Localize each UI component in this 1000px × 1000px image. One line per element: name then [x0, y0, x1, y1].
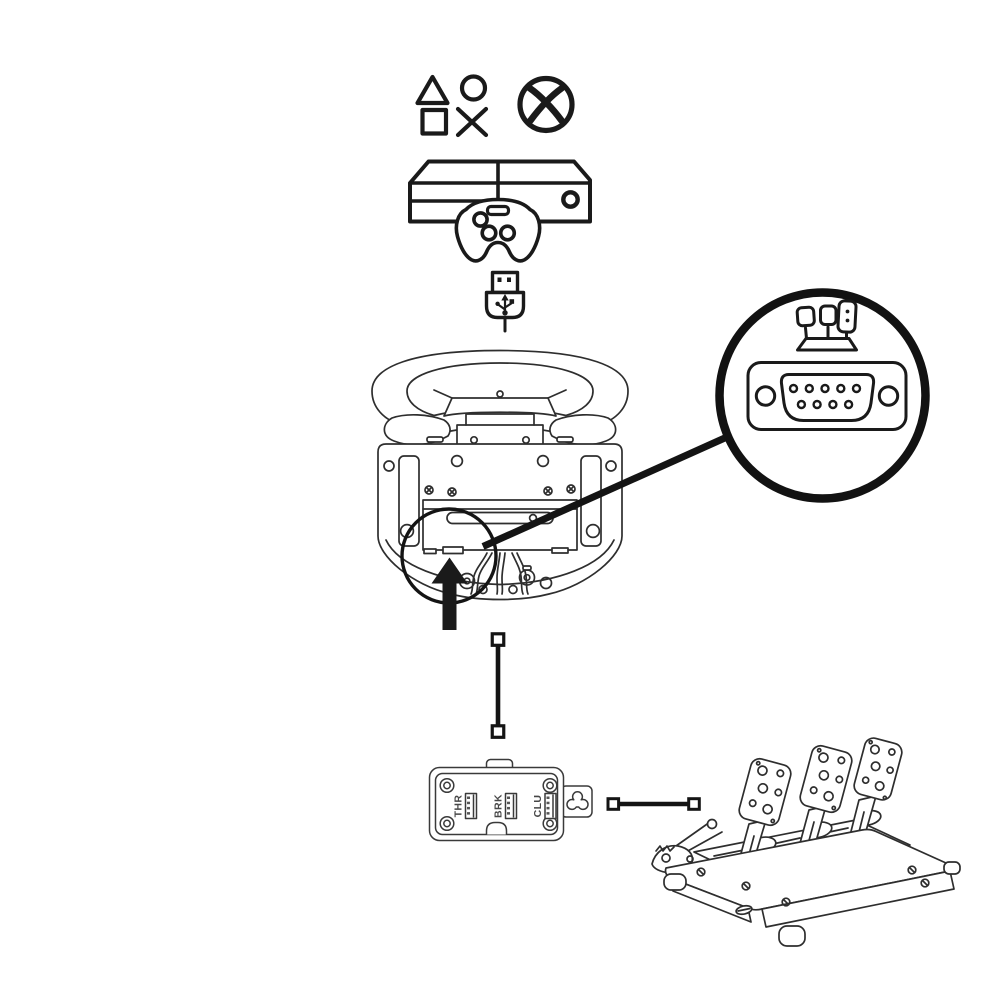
cable-link-vertical [490, 632, 506, 739]
pedals-mini-icon [795, 299, 858, 352]
playstation-buttons-icon [415, 74, 489, 138]
box-right-tab [560, 785, 593, 818]
junction-label-throttle: THR [453, 795, 465, 818]
cable-channels-art [470, 552, 529, 595]
cable-link-horizontal [606, 797, 701, 811]
ps-triangle-icon [415, 74, 450, 106]
ps-circle-icon [459, 74, 488, 102]
pedal-port-art [442, 546, 464, 555]
db9-screw-hole-left [754, 385, 777, 407]
db9-pins [788, 383, 862, 410]
junction-label-brake: BRK [493, 794, 505, 818]
pin-header-throttle [464, 792, 478, 820]
base-plate-screws [696, 865, 930, 916]
pointer-arrow-icon [431, 557, 468, 630]
db9-screw-hole-right [877, 385, 900, 407]
pedal-face-middle [799, 744, 853, 814]
callout-line [481, 433, 729, 550]
tri-lobe-cutout [566, 791, 589, 811]
xbox-logo-icon [517, 75, 575, 134]
console-power-button-icon [561, 190, 580, 209]
pin-header-brake [504, 792, 518, 820]
usb-icon [484, 270, 526, 333]
box-bottom-notch [485, 821, 508, 835]
box-corner-screws [439, 777, 558, 832]
usb-trident-icon [495, 294, 515, 316]
junction-label-clutch: CLU [532, 795, 544, 818]
pedal-face-left [738, 757, 792, 827]
pedal-set-art [651, 737, 961, 947]
pin-header-clutch [544, 792, 557, 820]
pedal-face-right [853, 737, 903, 801]
ps-square-icon [420, 107, 449, 136]
pedal-junction-box: THR BRK CLU [428, 758, 593, 842]
db9-connector-icon [746, 361, 908, 431]
wheel-rim-art [371, 349, 629, 454]
ps-cross-icon [455, 106, 489, 138]
console-icon [408, 159, 592, 224]
gamepad-icon [454, 197, 542, 263]
base-screws-art [424, 484, 576, 497]
magnifier-circle [715, 288, 930, 503]
